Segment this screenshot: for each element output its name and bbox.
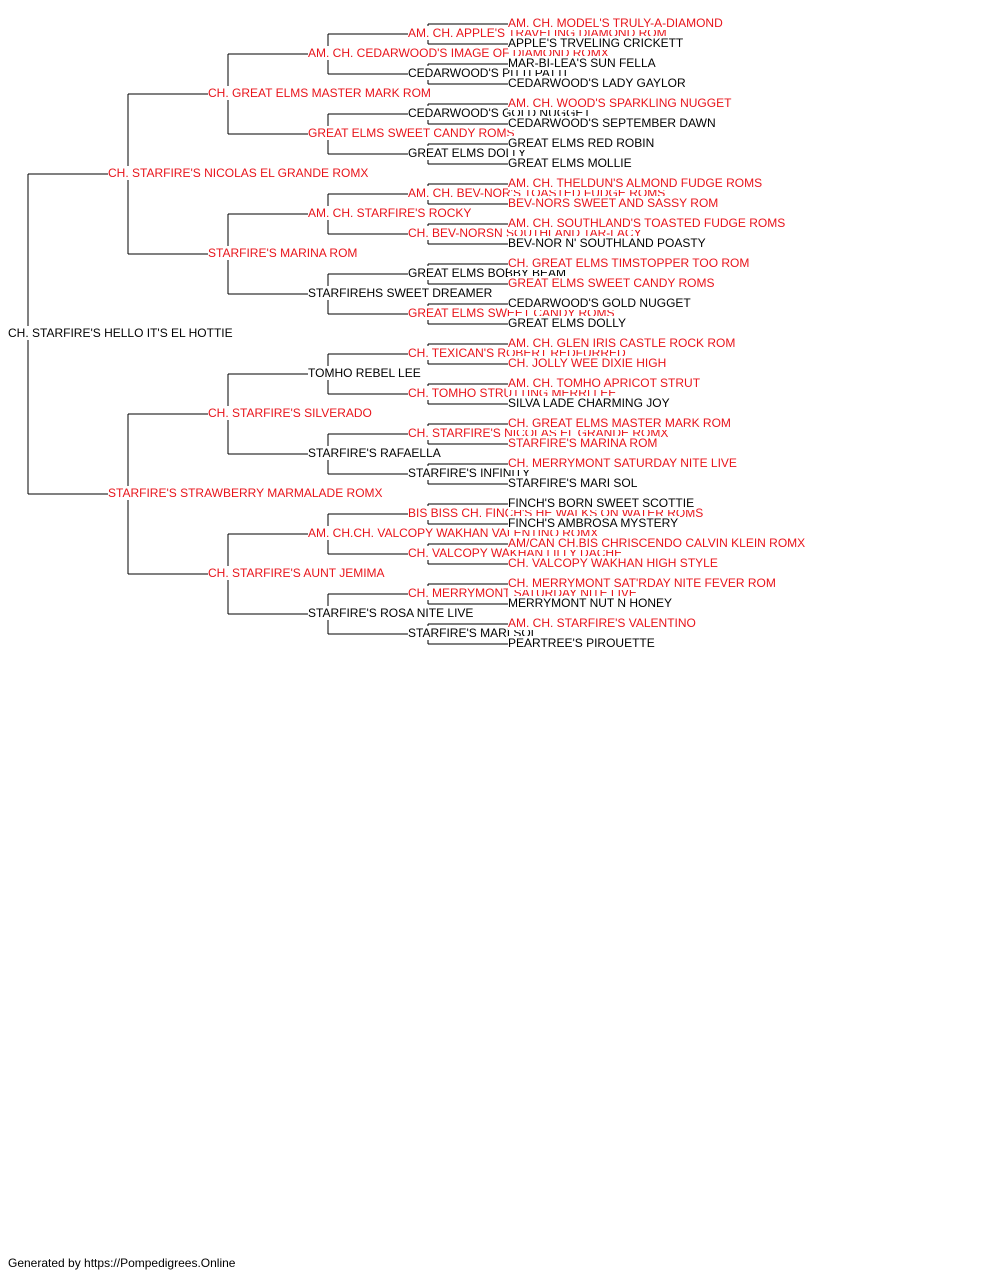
ancestor-name-gen5: CH. MERRYMONT SAT'RDAY NITE FEVER ROM <box>508 576 778 590</box>
ancestor-name-gen2: CH. GREAT ELMS MASTER MARK ROM <box>208 86 433 100</box>
generated-by-footer: Generated by https://Pompedigrees.Online <box>8 1256 236 1270</box>
ancestor-name-gen5: AM. CH. STARFIRE'S VALENTINO <box>508 616 698 630</box>
ancestor-name-gen3: AM. CH. STARFIRE'S ROCKY <box>308 206 474 220</box>
ancestor-name-gen4: STARFIRE'S INFINITY <box>408 466 533 480</box>
ancestor-name-gen4: STARFIRE'S MARI SOL <box>408 626 540 640</box>
ancestor-name-gen5: GREAT ELMS MOLLIE <box>508 156 634 170</box>
ancestor-name-gen5: PEARTREE'S PIROUETTE <box>508 636 657 650</box>
ancestor-name-gen5: BEV-NORS SWEET AND SASSY ROM <box>508 196 721 210</box>
ancestor-name-gen4: GREAT ELMS DOLLY <box>408 146 529 160</box>
ancestor-name-gen3: STARFIRE'S RAFAELLA <box>308 446 443 460</box>
ancestor-name-gen5: GREAT ELMS DOLLY <box>508 316 629 330</box>
ancestor-name-gen5: MERRYMONT NUT N HONEY <box>508 596 675 610</box>
ancestor-name-gen5: AM. CH. SOUTHLAND'S TOASTED FUDGE ROMS <box>508 216 788 230</box>
ancestor-name-gen5: AM. CH. MODEL'S TRULY-A-DIAMOND <box>508 16 725 30</box>
ancestor-name-gen5: BEV-NOR N' SOUTHLAND POASTY <box>508 236 708 250</box>
ancestor-name-gen2: STARFIRE'S MARINA ROM <box>208 246 360 260</box>
ancestor-name-gen5: GREAT ELMS RED ROBIN <box>508 136 657 150</box>
ancestor-name-gen2: CH. STARFIRE'S SILVERADO <box>208 406 374 420</box>
ancestor-name-gen5: CH. GREAT ELMS TIMSTOPPER TOO ROM <box>508 256 752 270</box>
ancestor-name-gen5: APPLE'S TRVELING CRICKETT <box>508 36 686 50</box>
ancestor-name-gen5: CEDARWOOD'S GOLD NUGGET <box>508 296 693 310</box>
ancestor-name-gen1: CH. STARFIRE'S NICOLAS EL GRANDE ROMX <box>108 166 371 180</box>
ancestor-name-gen3: STARFIREHS SWEET DREAMER <box>308 286 495 300</box>
ancestor-name-gen5: FINCH'S BORN SWEET SCOTTIE <box>508 496 697 510</box>
ancestor-name-gen5: CEDARWOOD'S SEPTEMBER DAWN <box>508 116 718 130</box>
ancestor-name-gen3: TOMHO REBEL LEE <box>308 366 423 380</box>
ancestor-name-gen5: MAR-BI-LEA'S SUN FELLA <box>508 56 658 70</box>
ancestor-name-gen5: CH. JOLLY WEE DIXIE HIGH <box>508 356 669 370</box>
ancestor-name-gen5: CEDARWOOD'S LADY GAYLOR <box>508 76 688 90</box>
ancestor-name-gen5: FINCH'S AMBROSA MYSTERY <box>508 516 681 530</box>
ancestor-name-gen1: STARFIRE'S STRAWBERRY MARMALADE ROMX <box>108 486 385 500</box>
subject-dog-name: CH. STARFIRE'S HELLO IT'S EL HOTTIE <box>8 326 235 340</box>
ancestor-name-gen2: CH. STARFIRE'S AUNT JEMIMA <box>208 566 387 580</box>
ancestor-name-gen5: AM. CH. THELDUN'S ALMOND FUDGE ROMS <box>508 176 765 190</box>
ancestor-name-gen5: AM. CH. WOOD'S SPARKLING NUGGET <box>508 96 734 110</box>
ancestor-name-gen5: CH. MERRYMONT SATURDAY NITE LIVE <box>508 456 739 470</box>
ancestor-name-gen5: AM. CH. TOMHO APRICOT STRUT <box>508 376 703 390</box>
ancestor-name-gen5: CH. VALCOPY WAKHAN HIGH STYLE <box>508 556 720 570</box>
ancestor-name-gen5: AM. CH. GLEN IRIS CASTLE ROCK ROM <box>508 336 738 350</box>
ancestor-name-gen3: GREAT ELMS SWEET CANDY ROMS <box>308 126 517 140</box>
ancestor-name-gen5: STARFIRE'S MARINA ROM <box>508 436 660 450</box>
ancestor-name-gen5: CH. GREAT ELMS MASTER MARK ROM <box>508 416 733 430</box>
ancestor-name-gen5: GREAT ELMS SWEET CANDY ROMS <box>508 276 717 290</box>
ancestor-name-gen3: STARFIRE'S ROSA NITE LIVE <box>308 606 476 620</box>
ancestor-name-gen5: STARFIRE'S MARI SOL <box>508 476 640 490</box>
ancestor-name-gen5: SILVA LADE CHARMING JOY <box>508 396 672 410</box>
ancestor-name-gen5: AM/CAN CH.BIS CHRISCENDO CALVIN KLEIN RO… <box>508 536 808 550</box>
